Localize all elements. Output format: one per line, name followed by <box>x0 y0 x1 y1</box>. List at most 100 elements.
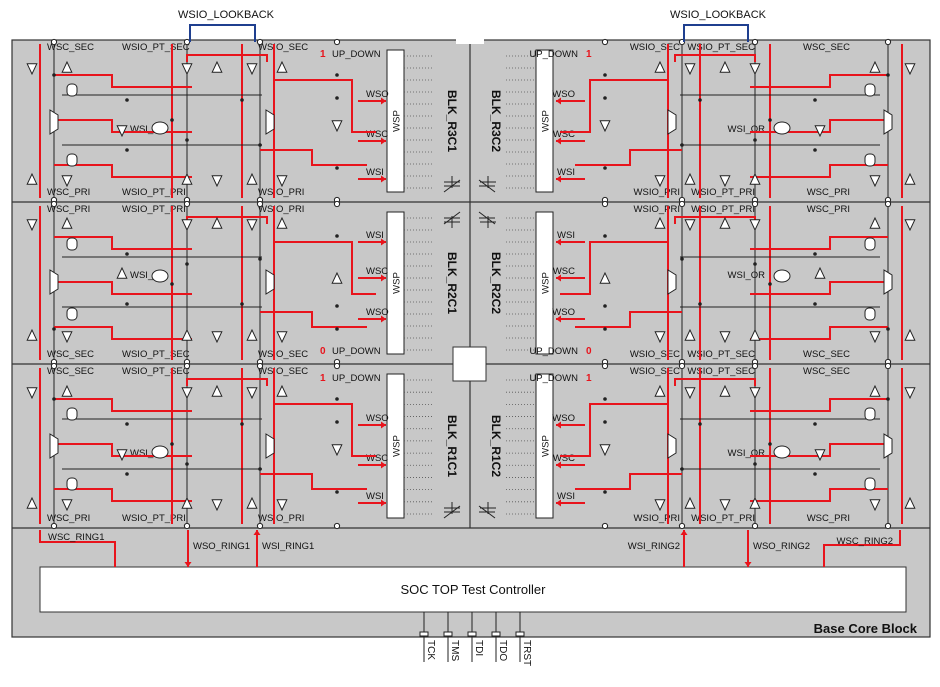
and-gate-icon <box>66 477 78 491</box>
buffer-icon <box>61 384 73 397</box>
buffer-icon <box>211 60 223 73</box>
buffer-icon <box>599 444 611 457</box>
junction-dot <box>768 282 772 286</box>
buffer-icon <box>904 328 916 341</box>
arrow-icon <box>556 461 561 469</box>
wsio-bottom: WSIO_PRI <box>258 513 304 524</box>
arrow-icon <box>744 562 752 567</box>
wso-label: WSO <box>552 413 575 424</box>
pin-label: TMS <box>449 640 460 661</box>
buffer-icon <box>116 125 128 138</box>
junction-dot <box>52 397 56 401</box>
block-r3c2: WSPBLK_R3C2WSC_SECWSC_PRIWSIO_PT_SECWSIO… <box>480 38 916 204</box>
buffer-icon <box>719 175 731 188</box>
buffer-icon <box>684 328 696 341</box>
signal-path <box>54 281 192 295</box>
mux-icon <box>667 269 677 295</box>
wsi-or-label: WSI_OR <box>728 124 766 135</box>
buffer-icon <box>904 387 916 400</box>
junction-dot <box>768 118 772 122</box>
junction-dot <box>125 472 129 476</box>
block-name: BLK_R3C2 <box>489 90 503 152</box>
symbol-line <box>443 179 461 193</box>
buffer-icon <box>869 331 881 344</box>
up-down-label: UP_DOWN <box>529 49 578 60</box>
buffer-icon <box>211 384 223 397</box>
junction-dot <box>680 467 684 471</box>
up-down-value: 0 <box>320 346 326 357</box>
arrow-icon <box>556 238 561 246</box>
buffer-icon <box>276 216 288 229</box>
junction-dot <box>52 73 56 77</box>
wsio-pt-bottom: WSIO_PT_PRI <box>122 513 186 524</box>
junction-dot <box>240 422 244 426</box>
pin-label: TRST <box>521 640 532 666</box>
up-down-label: UP_DOWN <box>332 49 381 60</box>
wsc-sec-top: WSC_SEC <box>47 366 94 377</box>
pin-label: TDO <box>497 640 508 661</box>
buffer-icon <box>116 266 128 279</box>
wso-label: WSO <box>552 307 575 318</box>
junction-dot <box>886 73 890 77</box>
wsi-label: WSI <box>366 167 384 178</box>
junction-dot <box>335 304 339 308</box>
soc-test-controller-label: SOC TOP Test Controller <box>401 582 547 597</box>
buffer-icon <box>904 172 916 185</box>
port-icon <box>256 200 264 208</box>
or-gate-icon <box>773 269 791 283</box>
signal-path <box>274 403 376 457</box>
buffer-icon <box>749 63 761 76</box>
junction-dot <box>603 234 607 238</box>
ring-label: WSC_RING2 <box>837 536 893 547</box>
up-down-value: 1 <box>320 49 326 60</box>
pin-label: TDI <box>473 640 484 656</box>
wsp-label: WSP <box>541 435 552 457</box>
buffer-icon <box>26 63 38 76</box>
up-down-value: 1 <box>586 49 592 60</box>
and-gate-icon <box>864 307 876 321</box>
arrow-icon <box>381 238 386 246</box>
junction-dot <box>335 166 339 170</box>
signal-path <box>54 488 192 502</box>
wsio-top: WSIO_SEC <box>258 366 308 377</box>
ring-label: WSO_RING2 <box>753 541 810 552</box>
wsio-top: WSIO_PRI <box>634 204 680 215</box>
block-name: BLK_R2C1 <box>445 252 459 314</box>
buffer-icon <box>246 219 258 232</box>
wso-label: WSO <box>552 89 575 100</box>
buffer-icon <box>654 384 666 397</box>
wso-label: WSO <box>366 89 389 100</box>
buffer-icon <box>211 216 223 229</box>
junction-dot <box>603 166 607 170</box>
signal-path <box>274 79 376 133</box>
buffer-icon <box>684 387 696 400</box>
buffer-icon <box>246 328 258 341</box>
junction-dot <box>680 143 684 147</box>
junction-dot <box>753 138 757 142</box>
wsio-pt-top: WSIO_PT_SEC <box>687 42 755 53</box>
signal-path <box>560 79 668 133</box>
wsio-bottom: WSIO_PRI <box>634 513 680 524</box>
wsc-sec-top: WSC_SEC <box>803 42 850 53</box>
mux-icon <box>49 269 59 295</box>
up-down-value: 1 <box>586 373 592 384</box>
signal-path <box>750 236 888 250</box>
junction-dot <box>185 138 189 142</box>
signal-path <box>750 119 888 133</box>
and-gate-icon <box>66 307 78 321</box>
lookback-label: WSIO_LOOKBACK <box>178 9 275 21</box>
buffer-icon <box>246 387 258 400</box>
junction-dot <box>698 98 702 102</box>
buffer-icon <box>276 384 288 397</box>
wsio-pt-bottom: WSIO_PT_PRI <box>122 187 186 198</box>
block-r1c2: WSPBLK_R1C2WSC_SECWSC_PRIWSIO_PT_SECWSIO… <box>480 362 916 530</box>
and-gate-icon <box>66 153 78 167</box>
junction-dot <box>335 397 339 401</box>
port-icon <box>751 522 759 530</box>
junction-dot <box>603 327 607 331</box>
signal-path <box>186 378 268 386</box>
